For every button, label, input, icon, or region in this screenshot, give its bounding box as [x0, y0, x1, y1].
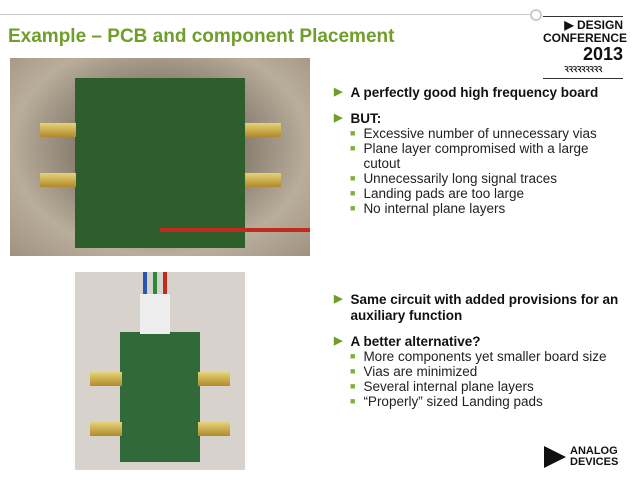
sub-bullet-text: More components yet smaller board size	[363, 349, 607, 364]
red-wire	[163, 272, 167, 302]
square-bullet-icon: ■	[350, 351, 356, 361]
sma-connector	[198, 422, 230, 436]
bullet-list-1: ▶ A perfectly good high frequency board ▶…	[334, 85, 623, 216]
square-bullet-icon: ■	[350, 381, 356, 391]
bullet: ▶ A better alternative?	[334, 334, 620, 349]
logo-line: ▶ DESIGN	[564, 18, 623, 32]
square-bullet-icon: ■	[350, 173, 356, 183]
logo-year: 2013	[582, 44, 623, 64]
sub-bullet-text: Unnecessarily long signal traces	[363, 171, 558, 186]
red-wire	[160, 228, 310, 232]
triangle-bullet-icon: ▶	[334, 86, 343, 98]
square-bullet-icon: ■	[350, 203, 356, 213]
sub-bullet-text: No internal plane layers	[363, 201, 506, 216]
bullet: ▶ Same circuit with added provisions for …	[334, 292, 620, 324]
sub-bullet-text: Landing pads are too large	[363, 186, 525, 201]
bullet-text: A perfectly good high frequency board	[350, 85, 599, 100]
sub-bullet: ■ No internal plane layers	[334, 201, 623, 216]
sma-connector	[245, 173, 281, 187]
sub-bullet: ■ Plane layer compromised with a large cu…	[334, 141, 623, 171]
square-bullet-icon: ■	[350, 188, 356, 198]
sma-connector	[245, 123, 281, 137]
sub-bullet: ■ Several internal plane layers	[334, 379, 620, 394]
pcb-board	[120, 332, 200, 462]
sma-connector	[40, 123, 76, 137]
square-bullet-icon: ■	[350, 396, 356, 406]
pcb-photo-old-board	[10, 58, 310, 256]
header-line	[0, 14, 530, 15]
header-connector	[140, 294, 170, 334]
sub-bullet: ■ More components yet smaller board size	[334, 349, 620, 364]
square-bullet-icon: ■	[350, 366, 356, 376]
sma-connector	[90, 422, 122, 436]
sma-connector	[90, 372, 122, 386]
sub-bullet-text: Excessive number of unnecessary vias	[363, 126, 597, 141]
logo-line: CONFERENCE	[543, 31, 628, 45]
design-conference-logo: ▶ DESIGN CONFERENCE 2013 ꝚꝚꝚꝚꝚꝚꝚꝚꝚ	[543, 14, 628, 79]
sub-bullet-text: Vias are minimized	[363, 364, 478, 379]
blue-wire	[143, 272, 147, 302]
sub-bullet: ■ Landing pads are too large	[334, 186, 623, 201]
sma-connector	[40, 173, 76, 187]
sub-bullet: ■ Unnecessarily long signal traces	[334, 171, 623, 186]
sma-connector	[198, 372, 230, 386]
sub-bullet-text: Several internal plane layers	[363, 379, 534, 394]
pcb-board	[75, 78, 245, 248]
bullet-text: BUT:	[350, 111, 382, 126]
sub-bullet: ■ “Properly” sized Landing pads	[334, 394, 620, 409]
header-circle	[530, 9, 542, 21]
triangle-bullet-icon: ▶	[334, 335, 343, 347]
sub-bullet: ■ Excessive number of unnecessary vias	[334, 126, 623, 141]
pcb-photo-new-board	[75, 272, 245, 470]
sub-bullet-text: Plane layer compromised with a large cut…	[363, 141, 589, 171]
bullet-list-2: ▶ Same circuit with added provisions for …	[334, 292, 620, 409]
sub-bullet: ■ Vias are minimized	[334, 364, 620, 379]
bullet-text: Same circuit with added provisions for a…	[350, 292, 619, 323]
bullet: ▶ A perfectly good high frequency board	[334, 85, 623, 100]
triangle-bullet-icon: ▶	[334, 112, 343, 124]
square-bullet-icon: ■	[350, 143, 356, 153]
bullet: ▶ BUT:	[334, 111, 623, 126]
sub-bullet-text: “Properly” sized Landing pads	[363, 394, 543, 409]
green-wire	[153, 272, 157, 302]
square-bullet-icon: ■	[350, 128, 356, 138]
logo-text: DEVICES	[570, 456, 619, 468]
triangle-bullet-icon: ▶	[334, 293, 343, 305]
analog-devices-triangle-icon	[544, 446, 566, 468]
logo-text: ANALOG	[570, 445, 618, 457]
bullet-text: A better alternative?	[350, 334, 481, 349]
logo-pattern: ꝚꝚꝚꝚꝚꝚꝚꝚꝚ	[564, 65, 602, 74]
slide-title: Example – PCB and component Placement	[8, 26, 395, 47]
